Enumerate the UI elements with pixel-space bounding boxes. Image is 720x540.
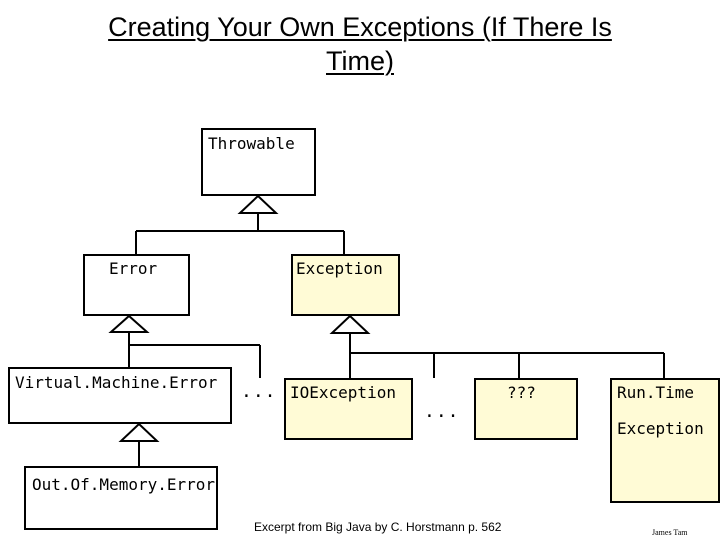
class-label-exception: Exception bbox=[296, 259, 383, 278]
class-box-unknown bbox=[474, 378, 578, 440]
class-label-virtual-machine-error: Virtual.Machine.Error bbox=[15, 373, 218, 392]
generalization-arrow-vm-error bbox=[118, 422, 160, 442]
class-box-exception bbox=[291, 254, 400, 316]
class-label-runtime-line-2: Exception bbox=[617, 419, 704, 438]
class-box-virtual-machine-error bbox=[8, 367, 232, 424]
title-line-2: Time) bbox=[326, 46, 394, 76]
ellipsis-error-subclasses: ... bbox=[241, 381, 277, 402]
generalization-arrow-exception bbox=[329, 314, 371, 334]
class-box-runtime-exception bbox=[610, 378, 720, 503]
slide-title: Creating Your Own Exceptions (If There I… bbox=[60, 10, 660, 78]
class-box-out-of-memory-error bbox=[24, 466, 218, 530]
author-credit: James Tam bbox=[652, 528, 688, 537]
source-caption: Excerpt from Big Java by C. Horstmann p.… bbox=[254, 520, 502, 534]
title-line-1: Creating Your Own Exceptions (If There I… bbox=[108, 12, 612, 42]
class-label-out-of-memory-error: Out.Of.Memory.Error bbox=[32, 475, 216, 494]
class-label-error: Error bbox=[109, 259, 158, 278]
class-label-unknown: ??? bbox=[507, 383, 536, 402]
class-label-io-exception: IOException bbox=[290, 383, 396, 402]
class-box-throwable bbox=[201, 128, 316, 196]
ellipsis-exception-subclasses: ... bbox=[424, 401, 460, 422]
class-box-error bbox=[83, 254, 190, 316]
class-label-throwable: Throwable bbox=[208, 134, 295, 153]
generalization-arrow-error bbox=[108, 314, 150, 333]
generalization-arrow-throwable bbox=[237, 194, 279, 214]
class-label-runtime-line-1: Run.Time bbox=[617, 383, 695, 402]
class-box-io-exception bbox=[284, 378, 413, 440]
